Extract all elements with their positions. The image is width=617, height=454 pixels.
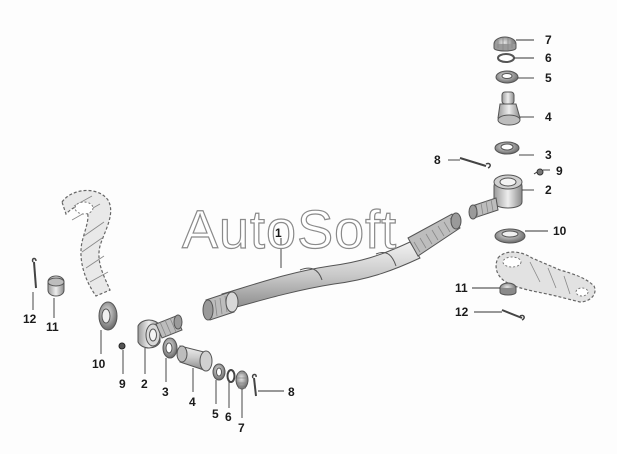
callout-2-left: 2 xyxy=(141,377,148,391)
right-castle-nut xyxy=(493,36,517,52)
callout-8-right: 8 xyxy=(434,153,441,167)
callout-11-right: 11 xyxy=(455,281,468,295)
left-bearing-ring xyxy=(162,337,178,359)
callout-12-left: 12 xyxy=(23,312,37,326)
tie-rod-tube xyxy=(202,212,462,321)
callout-10-left: 10 xyxy=(92,357,106,371)
right-dust-boot xyxy=(494,228,526,244)
right-steering-arm xyxy=(495,251,596,303)
right-ball-pin xyxy=(497,91,521,126)
callout-4-left: 4 xyxy=(189,395,196,409)
right-grease-fitting xyxy=(533,168,544,176)
callout-11-left: 11 xyxy=(46,320,59,334)
right-split-pin xyxy=(501,309,525,321)
right-washer xyxy=(497,53,515,63)
left-ball-joint-assembly xyxy=(31,257,257,397)
callout-9-left: 9 xyxy=(119,377,126,391)
callout-3-left: 3 xyxy=(162,385,169,399)
left-castle-nut xyxy=(235,370,249,390)
left-ball-joint-housing xyxy=(137,314,183,349)
callout-labels: 1 7 6 5 4 3 8 9 2 10 11 12 12 11 10 9 2 … xyxy=(23,33,567,435)
callout-5-right: 5 xyxy=(545,71,552,85)
callout-7-right: 7 xyxy=(545,33,552,47)
right-lock-nut xyxy=(499,282,517,296)
right-seal-ring xyxy=(495,70,519,84)
left-grease-fitting xyxy=(118,342,126,350)
right-ball-joint-assembly xyxy=(459,36,596,321)
left-ball-pin xyxy=(176,345,213,372)
tie-rod-right-thread xyxy=(407,212,462,257)
right-ball-joint-housing xyxy=(468,174,523,220)
watermark-text: AutoSoft xyxy=(182,200,397,260)
left-dust-boot xyxy=(98,301,118,331)
left-cotter-pin xyxy=(251,373,257,397)
callout-12-right: 12 xyxy=(455,305,469,319)
callout-9-right: 9 xyxy=(556,164,563,178)
left-steering-arm xyxy=(61,189,112,297)
callout-3-right: 3 xyxy=(545,148,552,162)
tie-rod-left-thread xyxy=(202,291,239,321)
leader-lines xyxy=(32,39,550,418)
left-lock-nut xyxy=(47,275,65,297)
right-cotter-pin xyxy=(459,157,491,169)
left-seal-ring xyxy=(212,363,226,381)
callout-2-right: 2 xyxy=(545,183,552,197)
left-washer xyxy=(226,369,236,383)
left-split-pin xyxy=(31,257,37,289)
callout-8-left: 8 xyxy=(288,385,295,399)
callout-7-left: 7 xyxy=(238,421,245,435)
callout-5-left: 5 xyxy=(212,407,219,421)
callout-6-left: 6 xyxy=(225,410,232,424)
callout-1: 1 xyxy=(275,226,282,240)
right-bearing-ring xyxy=(494,141,520,155)
callout-6-right: 6 xyxy=(545,51,552,65)
callout-4-right: 4 xyxy=(545,110,552,124)
callout-10-right: 10 xyxy=(553,224,567,238)
